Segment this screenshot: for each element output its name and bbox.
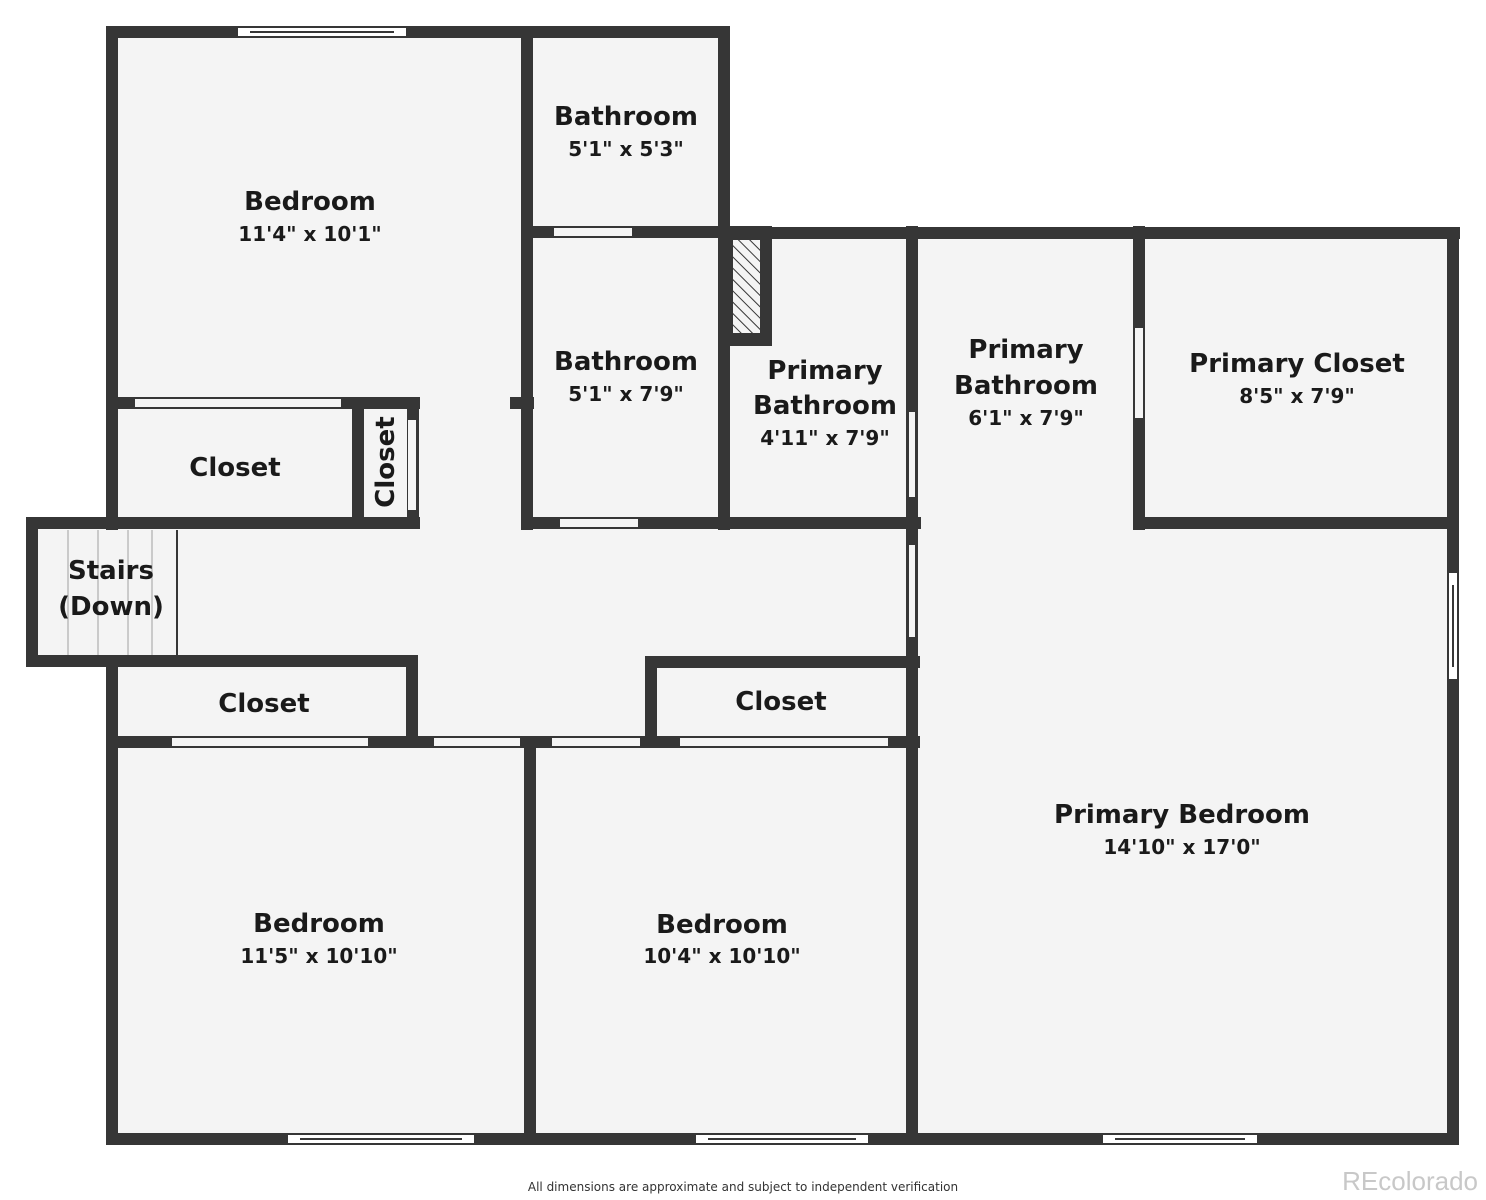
walls [26, 26, 1460, 1145]
room-name-bedroom-bottom-mid: Bedroom [656, 910, 788, 940]
room-dims-bathroom-mid: 5'1" x 7'9" [568, 382, 684, 406]
room-name-primary-closet: Primary Closet [1189, 349, 1405, 379]
room-dims-bedroom-top-left: 11'4" x 10'1" [238, 222, 381, 246]
room-name-primary-bathroom-large-2: Bathroom [954, 371, 1098, 401]
floor-area [28, 28, 1458, 1144]
room-dims-primary-bedroom: 14'10" x 17'0" [1103, 835, 1260, 859]
room-labels: Bedroom 11'4" x 10'1" Bathroom 5'1" x 5'… [58, 102, 1405, 968]
stairs-treads [67, 530, 178, 655]
room-name-primary-bathroom-small-1: Primary [767, 356, 882, 386]
room-name-closet-left: Closet [189, 453, 280, 483]
room-name-bathroom-mid: Bathroom [554, 347, 698, 377]
room-name-stairs-2: (Down) [58, 592, 164, 622]
room-name-closet-small: Closet [371, 416, 401, 507]
room-name-closet-lower-mid: Closet [735, 687, 826, 717]
room-name-stairs-1: Stairs [68, 556, 154, 586]
door-openings [135, 228, 1143, 746]
room-dims-bedroom-bottom-mid: 10'4" x 10'10" [643, 944, 800, 968]
room-name-primary-bedroom: Primary Bedroom [1054, 800, 1310, 830]
room-name-bathroom-top: Bathroom [554, 102, 698, 132]
windows [236, 26, 1459, 1145]
room-name-bedroom-top-left: Bedroom [244, 187, 376, 217]
room-dims-primary-bathroom-small: 4'11" x 7'9" [760, 426, 890, 450]
room-name-bedroom-bottom-left: Bedroom [253, 909, 385, 939]
room-name-primary-bathroom-large-1: Primary [968, 335, 1083, 365]
brand-watermark: REcolorado [1342, 1166, 1478, 1196]
room-dims-bathroom-top: 5'1" x 5'3" [568, 137, 684, 161]
room-name-closet-lower-left: Closet [218, 689, 309, 719]
room-name-primary-bathroom-small-2: Bathroom [753, 391, 897, 421]
room-dims-primary-closet: 8'5" x 7'9" [1239, 384, 1355, 408]
room-dims-primary-bathroom-large: 6'1" x 7'9" [968, 406, 1084, 430]
disclaimer-text: All dimensions are approximate and subje… [527, 1180, 959, 1194]
room-dims-bedroom-bottom-left: 11'5" x 10'10" [240, 944, 397, 968]
